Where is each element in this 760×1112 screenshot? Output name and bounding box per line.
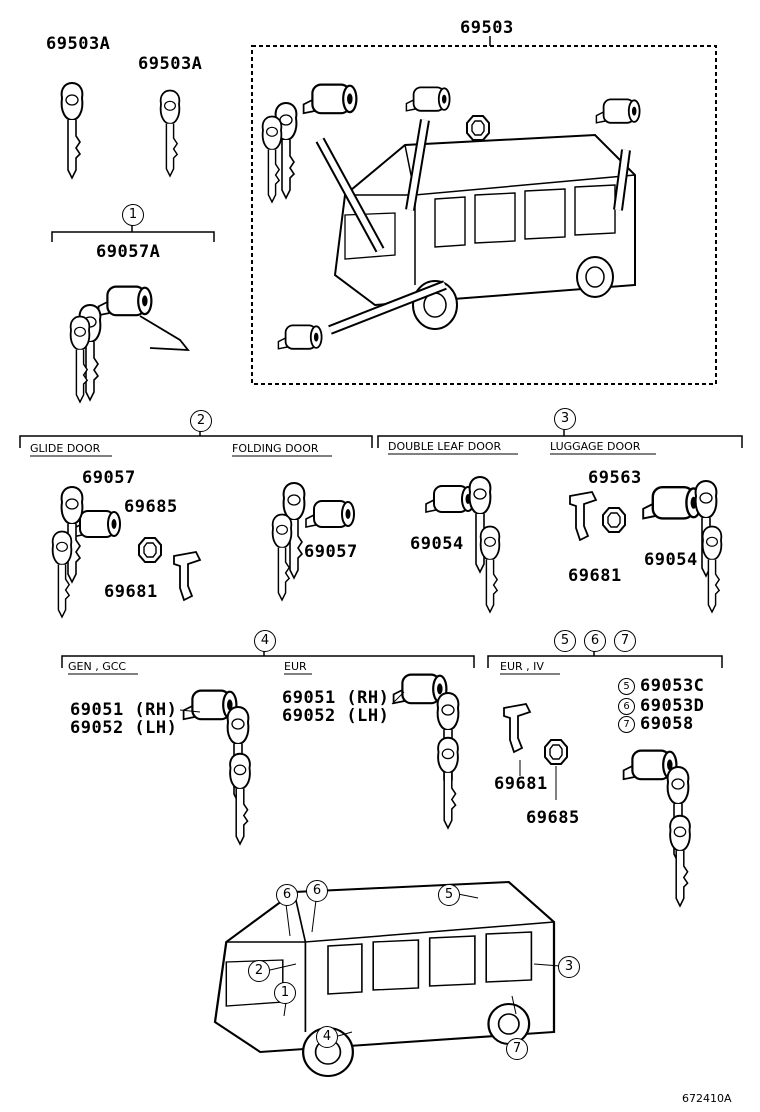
part-69053c: 69053C bbox=[640, 676, 705, 696]
section-4-marker: 4 bbox=[254, 630, 276, 652]
callout-5: 5 bbox=[438, 884, 460, 906]
eur-label: EUR bbox=[284, 660, 307, 673]
folding-door-label: FOLDING DOOR bbox=[232, 442, 319, 455]
eur-rh-number: 69051 (RH) bbox=[282, 688, 390, 708]
glide-clip-number: 69681 bbox=[104, 582, 158, 602]
sect1-part-number: 69057A bbox=[96, 242, 161, 262]
section-2-marker: 2 bbox=[190, 410, 212, 432]
figure-code: 672410A bbox=[682, 1092, 732, 1105]
key-69503a-right bbox=[159, 89, 181, 177]
section-1-marker: 1 bbox=[122, 204, 144, 226]
eur-iv-clip-number: 69681 bbox=[494, 774, 548, 794]
luggage-door-label: LUGGAGE DOOR bbox=[550, 440, 641, 453]
kit-part-number: 69503 bbox=[460, 18, 514, 38]
double-leaf-lock-number: 69054 bbox=[410, 534, 464, 554]
eur-lh-number: 69052 (LH) bbox=[282, 706, 390, 726]
luggage-ring-number: 69563 bbox=[588, 468, 642, 488]
gen-rh-number: 69051 (RH) bbox=[70, 700, 178, 720]
luggage-lock-number: 69054 bbox=[644, 550, 698, 570]
eur-iv-label: EUR , IV bbox=[500, 660, 544, 673]
callout-2: 2 bbox=[248, 960, 270, 982]
part-69058: 69058 bbox=[640, 714, 694, 734]
eur-iv-ring-number: 69685 bbox=[526, 808, 580, 828]
section-6-marker: 6 bbox=[584, 630, 606, 652]
glide-lock-number: 69057 bbox=[82, 468, 136, 488]
callout-1: 1 bbox=[274, 982, 296, 1004]
callout-3: 3 bbox=[558, 956, 580, 978]
kit-van bbox=[334, 134, 636, 330]
kit-box bbox=[251, 45, 717, 385]
section-7-marker: 7 bbox=[614, 630, 636, 652]
callout-7: 7 bbox=[506, 1038, 528, 1060]
callout-6a: 6 bbox=[276, 884, 298, 906]
glide-door-label: GLIDE DOOR bbox=[30, 442, 101, 455]
p6-marker: 6 bbox=[618, 698, 635, 715]
part-69053d: 69053D bbox=[640, 696, 705, 716]
sect1-lock bbox=[97, 285, 153, 317]
key-right-part-number: 69503A bbox=[138, 54, 203, 74]
glide-ring-number: 69685 bbox=[124, 497, 178, 517]
double-leaf-door-label: DOUBLE LEAF DOOR bbox=[388, 440, 502, 453]
callout-4: 4 bbox=[316, 1026, 338, 1048]
p5-marker: 5 bbox=[618, 678, 635, 695]
section-3-marker: 3 bbox=[554, 408, 576, 430]
folding-lock-number: 69057 bbox=[304, 542, 358, 562]
gen-gcc-label: GEN , GCC bbox=[68, 660, 127, 673]
key-69503a-left bbox=[60, 82, 84, 179]
p7-marker: 7 bbox=[618, 716, 635, 733]
section-5-marker: 5 bbox=[554, 630, 576, 652]
key-left-part-number: 69503A bbox=[46, 34, 111, 54]
gen-lh-number: 69052 (LH) bbox=[70, 718, 178, 738]
luggage-clip-number: 69681 bbox=[568, 566, 622, 586]
callout-6b: 6 bbox=[306, 880, 328, 902]
